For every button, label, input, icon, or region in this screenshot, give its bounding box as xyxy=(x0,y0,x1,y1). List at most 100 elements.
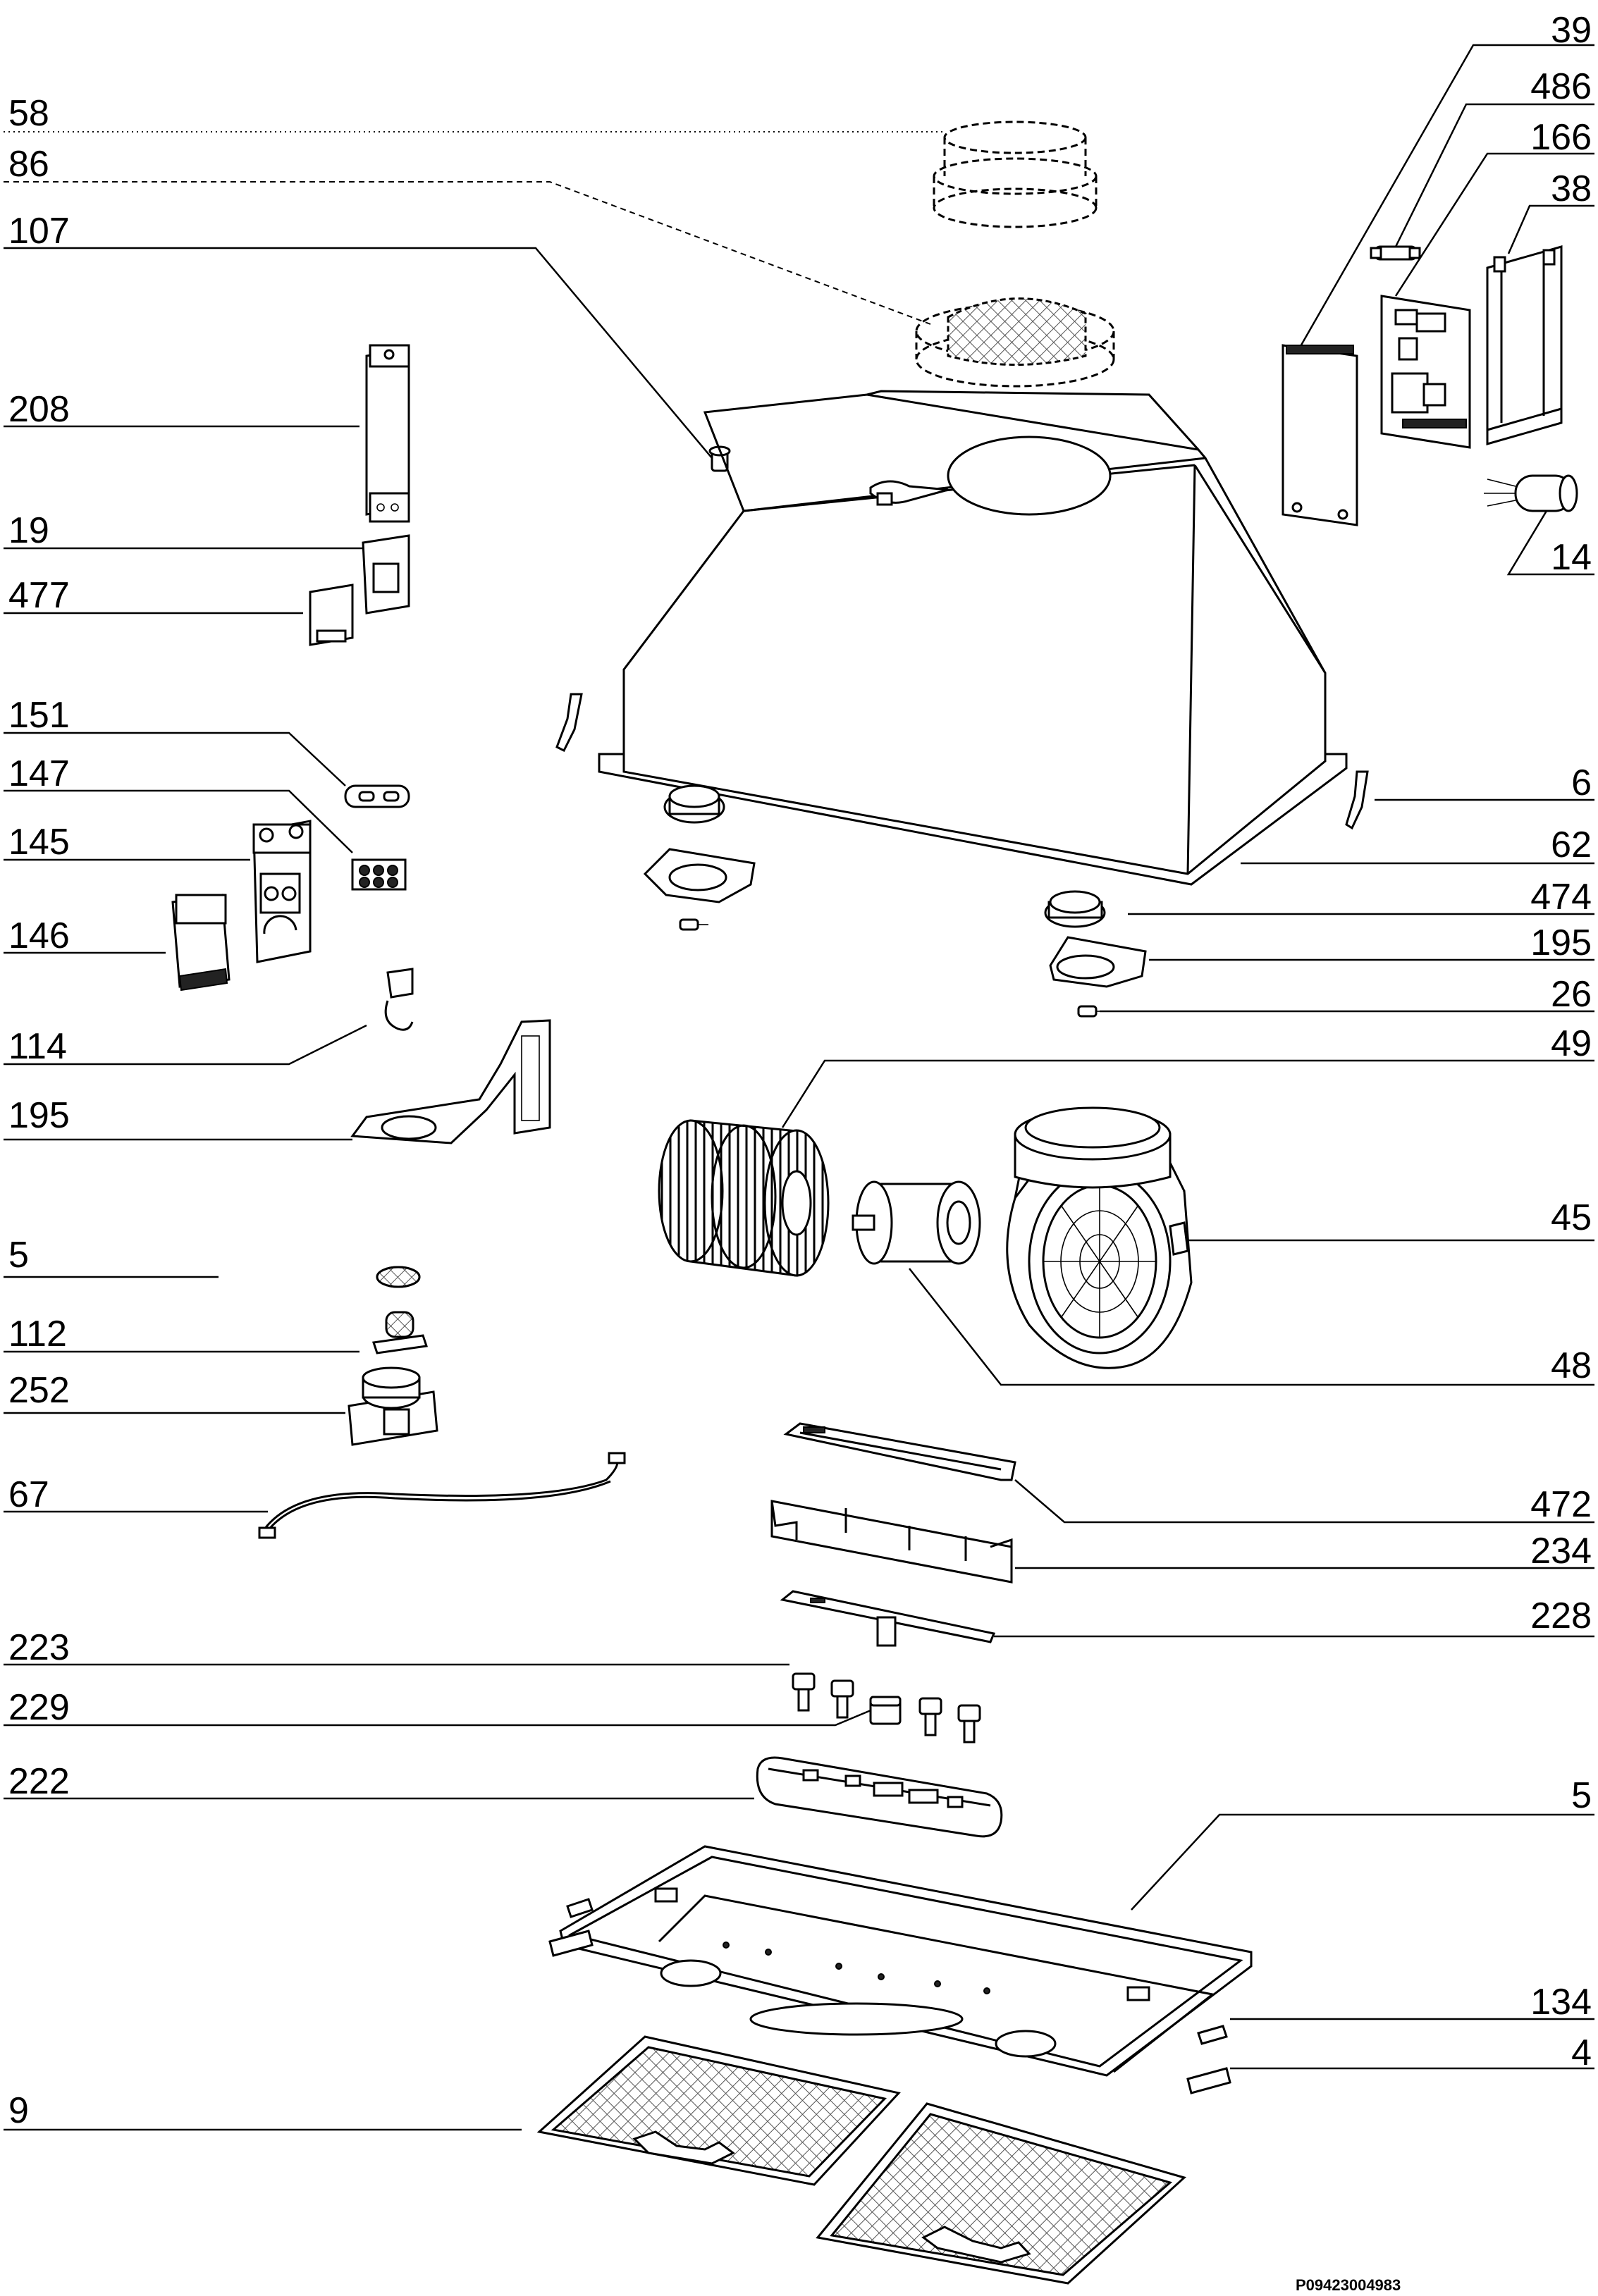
label-229: 229 xyxy=(8,1687,70,1728)
label-45: 45 xyxy=(1551,1197,1592,1238)
sensor-part-112 xyxy=(372,1311,428,1354)
filter-disc-part-5 xyxy=(376,1266,421,1288)
label-38: 38 xyxy=(1551,168,1592,209)
leader-229 xyxy=(4,1708,875,1727)
leader-5-right xyxy=(1131,1813,1594,1911)
label-472: 472 xyxy=(1530,1484,1592,1525)
capacitor-part-14 xyxy=(1484,474,1578,512)
sensor-housing-part-252 xyxy=(348,1366,438,1446)
label-252: 252 xyxy=(8,1370,70,1411)
lamp-part-26-left xyxy=(679,918,708,931)
label-477: 477 xyxy=(8,575,70,616)
bracket-part-234 xyxy=(770,1500,1013,1584)
grease-filter-part-9-left xyxy=(536,2035,901,2186)
lamp-bracket-part-195-right xyxy=(1049,936,1147,988)
label-208: 208 xyxy=(8,389,70,430)
duct-collar-part-58 xyxy=(933,121,1098,228)
leader-lines xyxy=(4,44,1594,2131)
label-14: 14 xyxy=(1551,537,1592,578)
motor-part-48 xyxy=(852,1180,981,1265)
bottom-panel-part-5 xyxy=(559,1845,1253,2077)
grease-filter-part-9-right xyxy=(816,2102,1186,2285)
label-86: 86 xyxy=(8,144,49,185)
leader-48 xyxy=(909,1268,1594,1386)
cover-part-477 xyxy=(309,584,354,646)
label-146: 146 xyxy=(8,915,70,956)
lamp-bracket-part-195-left xyxy=(643,848,756,903)
label-223: 223 xyxy=(8,1627,70,1668)
latch-part-134 xyxy=(566,1898,1228,2045)
leader-472 xyxy=(1014,1479,1594,1524)
label-222: 222 xyxy=(8,1761,70,1802)
lamp-holder-part-474-left xyxy=(663,784,725,824)
leader-114 xyxy=(4,1024,367,1066)
label-234: 234 xyxy=(1530,1531,1592,1572)
backdraft-valve-part-86 xyxy=(915,297,1115,388)
rail-part-472 xyxy=(783,1422,1016,1481)
label-147: 147 xyxy=(8,753,70,794)
label-134: 134 xyxy=(1530,1982,1592,2023)
label-5-right: 5 xyxy=(1571,1775,1592,1816)
label-228: 228 xyxy=(1530,1596,1592,1636)
terminal-block-part-147 xyxy=(351,858,407,891)
fan-housing-part-45 xyxy=(1006,1106,1193,1369)
leader-147 xyxy=(4,789,353,853)
switch-panel-part-145 xyxy=(252,820,312,963)
label-62: 62 xyxy=(1551,825,1592,865)
label-107: 107 xyxy=(8,211,70,252)
lamp-bracket-part-195-left-side xyxy=(350,1019,551,1144)
label-166: 166 xyxy=(1530,117,1592,158)
label-486: 486 xyxy=(1530,66,1592,107)
left-labels: 58 86 107 208 19 477 151 147 145 146 114… xyxy=(8,93,70,2131)
label-4: 4 xyxy=(1571,2032,1592,2073)
label-474: 474 xyxy=(1530,877,1592,918)
label-49: 49 xyxy=(1551,1023,1592,1064)
switch-bar-part-228 xyxy=(780,1590,996,1647)
leader-39 xyxy=(1296,44,1594,353)
leader-151 xyxy=(4,732,346,786)
push-buttons-part-223 xyxy=(792,1672,981,1743)
right-labels: 39 486 166 38 14 6 62 474 195 26 49 45 4… xyxy=(1530,10,1592,2073)
fuse-holder-part-151 xyxy=(344,784,410,808)
label-145: 145 xyxy=(8,822,70,863)
drawing-code: P09423004983 xyxy=(1296,2276,1401,2294)
fuse-part-486 xyxy=(1370,245,1421,261)
clip-part-6 xyxy=(555,693,1369,830)
label-67: 67 xyxy=(8,1474,49,1515)
lamp-holder-part-474-right xyxy=(1044,890,1106,928)
leader-86 xyxy=(4,181,931,325)
leader-14 xyxy=(1506,503,1594,576)
label-6: 6 xyxy=(1571,763,1592,803)
lamp-part-26-right xyxy=(1077,1005,1107,1018)
label-39: 39 xyxy=(1551,10,1592,51)
label-19: 19 xyxy=(8,510,49,551)
label-5-left: 5 xyxy=(8,1235,29,1276)
leader-166 xyxy=(1394,152,1594,297)
control-housing-part-222 xyxy=(756,1756,1003,1838)
latch-part-4 xyxy=(548,1930,1231,2094)
label-195-left: 195 xyxy=(8,1095,70,1136)
slide-switch-part-229 xyxy=(869,1696,902,1725)
transformer-part-208 xyxy=(365,344,410,523)
bracket-part-19 xyxy=(362,534,410,615)
clip-part-114 xyxy=(384,968,414,1031)
label-48: 48 xyxy=(1551,1345,1592,1386)
switch-cover-part-146 xyxy=(171,894,231,992)
label-195-right: 195 xyxy=(1530,922,1592,963)
label-26: 26 xyxy=(1551,974,1592,1015)
cover-plate-part-39 xyxy=(1282,344,1358,526)
board-housing-part-38 xyxy=(1486,245,1563,445)
label-9: 9 xyxy=(8,2090,29,2131)
label-58: 58 xyxy=(8,93,49,134)
label-151: 151 xyxy=(8,695,70,736)
label-114: 114 xyxy=(8,1026,67,1067)
label-112: 112 xyxy=(8,1314,67,1354)
hood-body-part-62 xyxy=(598,390,1348,886)
leader-38 xyxy=(1507,204,1594,254)
leader-486 xyxy=(1394,103,1594,247)
circuit-board-part-166 xyxy=(1380,295,1471,449)
leader-49 xyxy=(781,1059,1594,1128)
cable-part-67 xyxy=(258,1452,626,1539)
fan-wheel-part-49 xyxy=(658,1119,830,1277)
